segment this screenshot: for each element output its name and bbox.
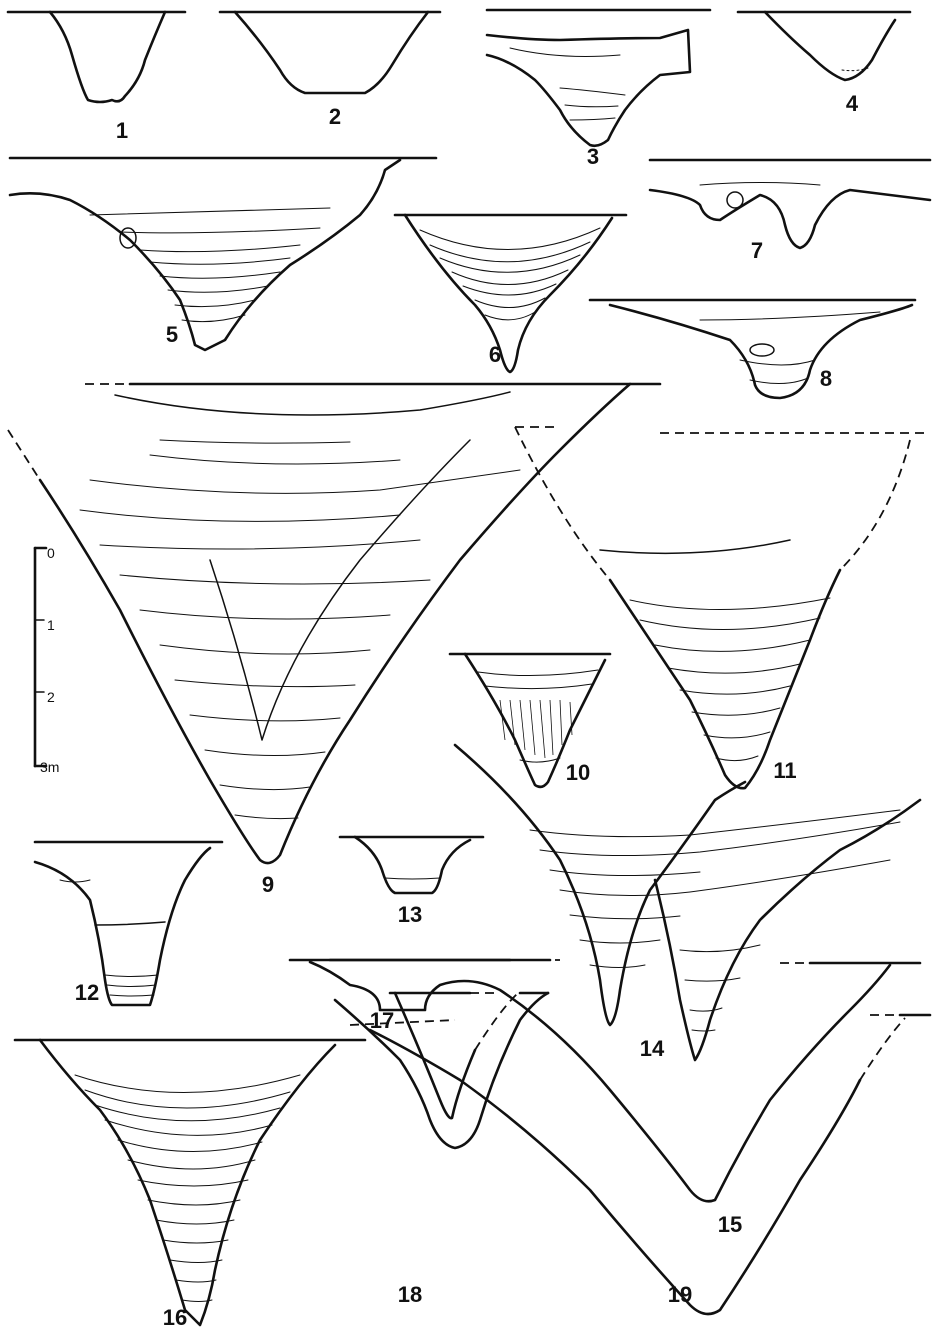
profile-label-4: 4 bbox=[846, 91, 859, 116]
profile-label-14: 14 bbox=[640, 1036, 665, 1061]
profile-label-6: 6 bbox=[489, 342, 501, 367]
profile-12 bbox=[33, 840, 224, 1007]
profile-5 bbox=[8, 156, 438, 352]
scale-tick-2: 2 bbox=[47, 689, 55, 705]
profile-label-3: 3 bbox=[587, 144, 599, 169]
profile-label-9: 9 bbox=[262, 872, 274, 897]
scale-tick-3m: 3m bbox=[40, 759, 59, 775]
profile-label-15: 15 bbox=[718, 1212, 742, 1237]
scale-tick-0: 0 bbox=[47, 545, 55, 561]
profile-4 bbox=[736, 10, 912, 82]
profile-2 bbox=[218, 10, 442, 95]
profile-16 bbox=[13, 1038, 367, 1327]
scale-tick-1: 1 bbox=[47, 617, 55, 633]
profile-6 bbox=[393, 213, 628, 374]
profile-15 bbox=[288, 958, 922, 1203]
profile-label-18: 18 bbox=[398, 1282, 422, 1307]
profile-19 bbox=[349, 1013, 932, 1316]
profile-9 bbox=[7, 382, 662, 865]
profile-3 bbox=[485, 8, 712, 148]
profile-label-8: 8 bbox=[820, 366, 832, 391]
profile-label-5: 5 bbox=[166, 322, 178, 347]
profile-17-18 bbox=[328, 958, 552, 1150]
profile-11 bbox=[514, 426, 930, 790]
profile-labels: 1 2 3 4 5 6 7 8 9 10 11 12 13 14 15 16 1… bbox=[75, 91, 859, 1330]
profile-label-7: 7 bbox=[751, 238, 763, 263]
profile-label-16: 16 bbox=[163, 1305, 187, 1330]
profile-13 bbox=[338, 835, 485, 895]
profile-label-1: 1 bbox=[116, 118, 128, 143]
profile-label-10: 10 bbox=[566, 760, 590, 785]
profile-label-17: 17 bbox=[370, 1008, 394, 1033]
profile-8 bbox=[588, 298, 917, 400]
profile-14 bbox=[453, 743, 922, 1062]
profile-10 bbox=[448, 652, 612, 789]
profile-label-19: 19 bbox=[668, 1282, 692, 1307]
profile-label-12: 12 bbox=[75, 980, 99, 1005]
profile-label-2: 2 bbox=[329, 104, 341, 129]
profile-label-11: 11 bbox=[773, 758, 796, 783]
profile-1 bbox=[6, 10, 187, 104]
profile-label-13: 13 bbox=[398, 902, 422, 927]
scale-bar: 0 1 2 3m bbox=[33, 545, 59, 775]
profile-7 bbox=[648, 158, 932, 250]
